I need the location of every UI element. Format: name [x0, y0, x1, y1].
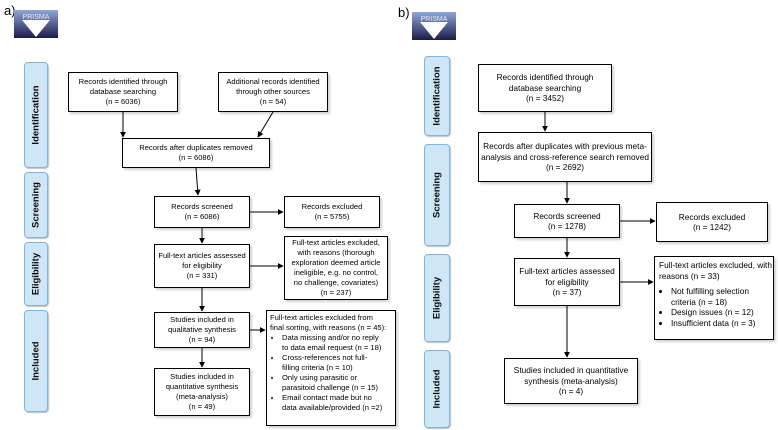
list-item: Cross-references not full-filling criter…	[282, 353, 382, 373]
arrow	[257, 111, 274, 138]
stage-identification: Identification	[24, 62, 48, 168]
logo-text: PRISMA	[23, 14, 50, 21]
list-item: Insufficient data (n = 3)	[671, 318, 755, 329]
stage-included: Included	[24, 310, 48, 412]
records-screened: Records screened(n = 1278)	[514, 204, 620, 238]
panel-label: a)	[4, 3, 16, 18]
records-excluded: Records excluded(n = 5755)	[284, 196, 380, 228]
records-after-duplicates: Records after duplicates with previous m…	[478, 132, 652, 182]
records-after-duplicates: Records after duplicates removed(n = 608…	[122, 138, 270, 168]
prisma-logo: PRISMA	[14, 10, 58, 38]
full-text-excluded: Full-text articles excluded, with reason…	[654, 256, 774, 340]
stage-eligibility: Eligibility	[424, 254, 450, 342]
panel-label: b)	[398, 5, 410, 20]
stage-identification: Identification	[424, 56, 450, 136]
records-screened: Records screened(n = 6086)	[154, 196, 250, 228]
logo-text: PRISMA	[421, 16, 448, 23]
stage-included: Included	[424, 350, 450, 428]
list-item: Design issues (n = 12)	[671, 307, 755, 318]
stage-screening: Screening	[24, 172, 48, 238]
final-sorting-excluded: Full-text articles excluded from final s…	[266, 310, 396, 426]
full-text-excluded: Full-text articles excluded,with reasons…	[284, 236, 388, 300]
prisma-logo: PRISMA	[412, 12, 456, 40]
arrow	[194, 167, 201, 196]
stage-screening: Screening	[424, 144, 450, 246]
records-excluded: Records excluded(n = 1242)	[656, 202, 768, 242]
stage-eligibility: Eligibility	[24, 242, 48, 306]
